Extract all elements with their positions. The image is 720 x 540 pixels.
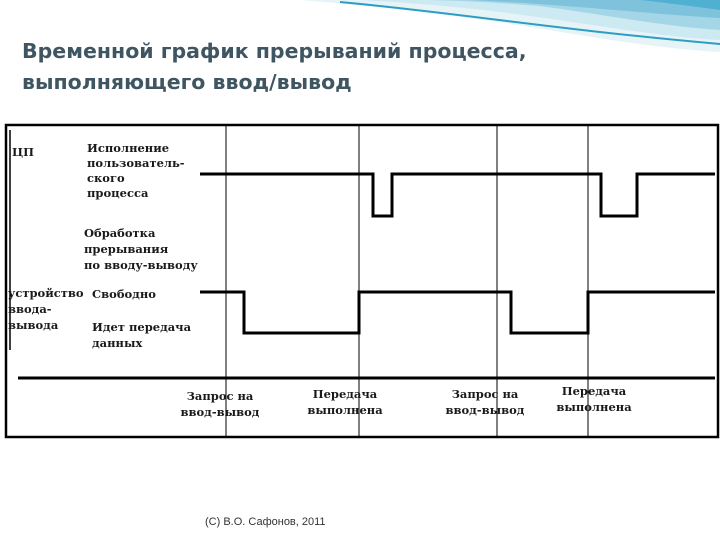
- event-1-line-1: Запрос на: [187, 389, 254, 403]
- cpu-user-line-2: пользователь-: [87, 156, 185, 170]
- cpu-interrupt-line-2: прерывания: [84, 242, 169, 256]
- event-3-line-1: Запрос на: [452, 387, 519, 401]
- device-idle-label: Свободно: [92, 287, 156, 301]
- event-3-line-2: ввод-вывод: [446, 403, 525, 417]
- cpu-interrupt-line-1: Обработка: [84, 226, 156, 240]
- cpu-user-line-1: Исполнение: [87, 141, 169, 155]
- device-label-line-3: вывода: [8, 318, 59, 332]
- cpu-user-line-3: ского: [87, 171, 125, 185]
- device-transfer-line-2: данных: [92, 336, 142, 350]
- event-1-line-2: ввод-вывод: [181, 405, 260, 419]
- cpu-interrupt-line-3: по вводу-выводу: [84, 258, 198, 272]
- device-label-line-1: устройство: [8, 286, 84, 300]
- cpu-user-line-4: процесса: [87, 186, 149, 200]
- copyright-footer: (С) В.О. Сафонов, 2011: [205, 516, 326, 528]
- cpu-signal-line: [200, 174, 715, 216]
- device-transfer-line-1: Идет передача: [92, 320, 192, 334]
- device-signal-line: [200, 292, 715, 333]
- event-4-line-1: Передача: [562, 384, 627, 398]
- event-2-line-1: Передача: [313, 387, 378, 401]
- device-label-line-2: ввода-: [8, 302, 52, 316]
- cpu-label: ЦП: [12, 145, 34, 159]
- event-2-line-2: выполнена: [307, 403, 383, 417]
- event-4-line-2: выполнена: [556, 400, 632, 414]
